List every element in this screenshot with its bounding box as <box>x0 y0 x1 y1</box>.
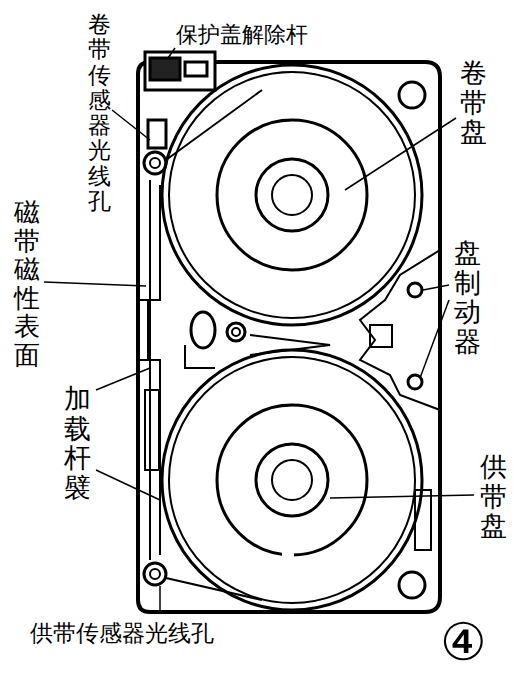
brake-label: 盘制动器 <box>454 238 481 357</box>
reel-label: 供带盘 <box>480 452 507 541</box>
sensor-hole-label: 卷带传感器光线孔 <box>88 12 111 214</box>
sensor-hole-label: 供带传感器光线孔 <box>30 618 214 649</box>
lever-label: 保护盖解除杆 <box>176 20 308 50</box>
load-lever-label: 加载杆襞 <box>64 384 91 503</box>
reel-label: 卷带盘 <box>460 58 487 147</box>
callout-number: ④ <box>440 612 487 672</box>
tape-surface-label: 磁带磁性表面 <box>14 198 40 370</box>
